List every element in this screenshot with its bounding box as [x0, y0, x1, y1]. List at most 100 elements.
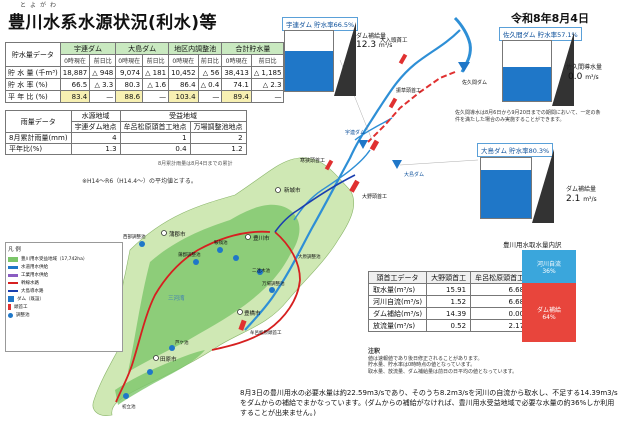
oshima-supply-number: 2.1	[566, 194, 581, 204]
legend-label: 幹線水路	[21, 281, 39, 286]
oshima-conduit	[274, 174, 356, 233]
ure-river	[354, 117, 393, 141]
table-cell: —	[142, 90, 170, 103]
ohnyu-weir-icon	[398, 53, 408, 65]
legend-item: 調整池	[8, 311, 120, 319]
map-label-ohno: 大野頭首工	[362, 193, 387, 200]
benefit-area	[128, 204, 300, 372]
sakuma-gauge-water	[503, 66, 551, 101]
sakuma-conduit-unit: m³/s	[585, 74, 599, 81]
ohno-weir-icon	[349, 179, 360, 193]
table-cell: 103.4	[168, 90, 199, 103]
oshima-gauge-leader	[399, 159, 479, 166]
pond-marker	[257, 269, 263, 275]
intake-corner: 頭首工データ	[367, 271, 428, 284]
ure-supply-number: 12.3	[356, 40, 377, 50]
bar-segment-label: 河川自流	[536, 260, 561, 268]
table-cell: —	[250, 90, 285, 103]
bar-segment-dam: ダム補給 64%	[522, 283, 576, 342]
ure-gauge-water	[285, 51, 333, 91]
map-label-sakuma: 佐久間ダム	[462, 79, 487, 86]
ure-gauge	[284, 30, 334, 92]
pond-marker	[169, 345, 175, 351]
legend-item: ダム（既設）	[8, 295, 120, 303]
table-cell: 2.17	[470, 319, 530, 332]
note-line: 値は速報値であり後日修正されることがあります。	[368, 355, 483, 362]
bar-segment-percent: 64%	[542, 313, 556, 321]
sakuma-conduit-value: 0.0 m³/s	[568, 72, 599, 82]
city-marker	[153, 355, 159, 361]
benefit-swatch-icon	[8, 256, 18, 262]
map-label-kurokawa: 蒲郡調整池	[178, 251, 201, 258]
legend-item: 幹線水路	[8, 279, 120, 287]
legend-label: ダム（既設）	[17, 297, 44, 302]
legend-label: 大島導水路	[21, 289, 44, 294]
map-label-muro: 牟呂松原頭首工	[250, 329, 282, 336]
table-cell: 89.4	[221, 90, 252, 103]
map-label-niren: 二連木池	[252, 267, 270, 274]
dam-swatch-icon	[8, 296, 14, 302]
pond-marker	[217, 247, 223, 253]
sakuma-dam-shape	[552, 32, 574, 106]
rain-note: 8月累計雨量は8月4日までの累計	[158, 161, 233, 167]
ure-supply-label: ダム補給量	[356, 33, 387, 40]
bar-segment-river: 河川自流 36%	[522, 250, 576, 284]
summary-text: 8月3日の豊川用水の必要水量は約22.59m3/sであり、そのうち8.2m3/s…	[240, 389, 618, 417]
weir-swatch-icon	[8, 304, 11, 310]
legend-item: 水道用水供給	[8, 263, 120, 271]
table-row: 貯 水 率 (%) 66.5 △ 3.3 80.3 △ 1.6 86.4 △ 0…	[5, 78, 285, 91]
pond-marker	[193, 259, 199, 265]
map-label-furikusa: 振草頭首工	[396, 87, 421, 94]
intake-breakdown-title: 豊川用水取水量内訳	[503, 241, 562, 249]
map-label-nishiura: 西部調整池	[123, 233, 146, 240]
sakuma-conduit-label: 佐久間導水量	[566, 64, 603, 71]
city-marker	[275, 187, 281, 193]
bar-segment-label: ダム補給	[536, 306, 561, 314]
map-label-gamagori: 蒲郡市	[169, 230, 186, 238]
oshima-supply-unit: m³/s	[583, 196, 597, 203]
intake-col-muro: 牟呂松原頭首工	[470, 271, 530, 284]
intake-breakdown-bar: 河川自流 36% ダム補給 64%	[522, 250, 576, 342]
pond-swatch-icon	[8, 312, 13, 318]
table-row: 平年比(%) 1.3 0.4 1.2	[5, 143, 247, 155]
table-cell: 6.68	[470, 295, 530, 308]
rain-table: 雨量データ 水源地域 受益地域 宇連ダム地点 牟呂松原頭首工地点 万場調整池地点…	[5, 110, 247, 155]
city-marker	[237, 309, 243, 315]
row-label: ダム補給(m³/s)	[367, 307, 428, 320]
report-date: 令和8年8月4日	[511, 12, 589, 25]
ure-supply-unit: m³/s	[378, 42, 393, 49]
legend-item: 大島導水路	[8, 287, 120, 295]
table-row: 貯 水 量 (千m³) 18,887 △ 948 9,074 △ 181 10,…	[5, 66, 285, 79]
title-ruby: とよがわ	[20, 2, 61, 9]
sakuma-conduit-number: 0.0	[568, 72, 583, 82]
notes-title: 注釈	[368, 348, 381, 355]
benefit-area-south	[115, 350, 205, 405]
map-label-ure-dam: 宇連ダム	[345, 129, 365, 136]
kansa-weir-icon	[324, 159, 334, 171]
map-label-toyohashi: 豊橋市	[244, 309, 261, 317]
ure-supply-value: 12.3 m³/s	[356, 40, 392, 50]
row-label: 取水量(m³/s)	[367, 283, 428, 296]
toyo-river	[244, 29, 461, 331]
east-canal	[211, 231, 301, 351]
sakuma-conduit	[367, 71, 456, 143]
table-cell: 0.00	[470, 307, 530, 320]
table-row: 河川自流(m³/s) 1.52 6.68	[367, 295, 530, 308]
map-label-kumanoki: 鞍嶺池	[214, 239, 228, 246]
legend-title: 凡 例	[8, 247, 21, 253]
furikusa-weir-icon	[388, 97, 398, 109]
oshima-gauge	[480, 157, 532, 219]
pond-marker	[123, 393, 129, 399]
city-marker	[161, 230, 167, 236]
map-label-hatta: 初立池	[122, 403, 136, 410]
muro-weir-icon	[238, 319, 247, 331]
row-label: 河川自流(m³/s)	[367, 295, 428, 308]
row-label: 平 年 比 (%)	[5, 90, 61, 103]
legend-item: 頭首工	[8, 303, 120, 311]
legend-label: 調整池	[16, 313, 30, 318]
table-cell: —	[197, 90, 223, 103]
map-label-shinshiro: 新城市	[284, 186, 301, 194]
table-cell: 15.91	[426, 283, 472, 296]
table-row: ダム補給(m³/s) 14.39 0.00	[367, 307, 530, 320]
intake-table: 頭首工データ 大野頭首工 牟呂松原頭首工 取水量(m³/s) 15.91 6.6…	[367, 271, 530, 332]
